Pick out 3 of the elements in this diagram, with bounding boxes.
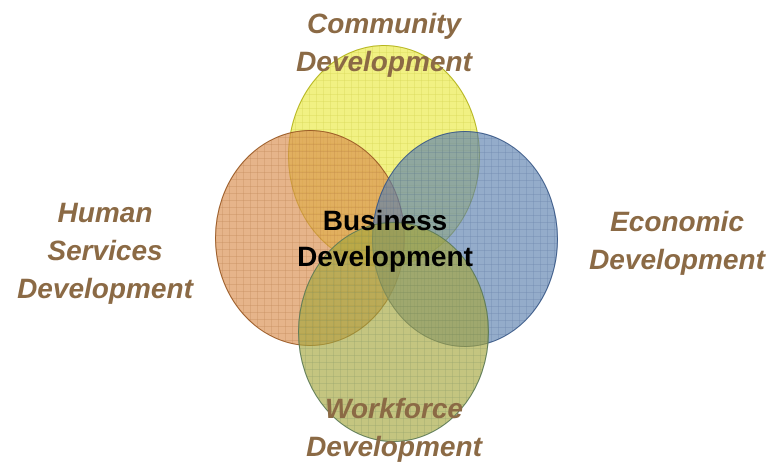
circle-label: Economic Development — [588, 205, 767, 277]
circle-label: Human Services Development — [16, 196, 195, 306]
circle-label: Workforce Development — [305, 392, 484, 462]
